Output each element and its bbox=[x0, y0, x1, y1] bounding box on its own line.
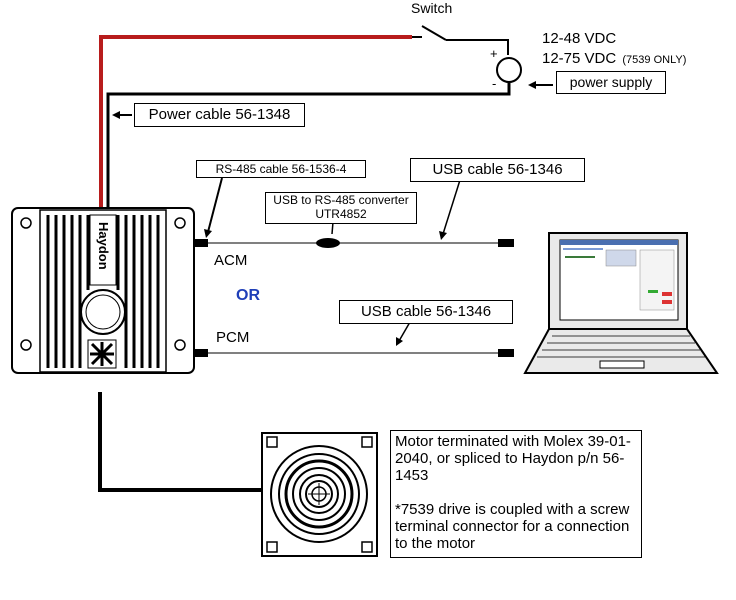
usb-rs485-converter bbox=[316, 238, 340, 248]
rs485-leader bbox=[207, 177, 223, 233]
converter-label: USB to RS-485 converter UTR4852 bbox=[265, 192, 417, 224]
converter-leader bbox=[331, 221, 334, 235]
converter-label-line1: USB to RS-485 converter bbox=[273, 193, 409, 207]
acm-connector-left bbox=[194, 239, 208, 247]
usb-cable-top-label: USB cable 56-1346 bbox=[410, 158, 585, 182]
motor-note: Motor terminated with Molex 39-01-2040, … bbox=[390, 430, 642, 558]
power-supply-label: power supply bbox=[556, 71, 666, 94]
power-wire-positive bbox=[99, 35, 412, 210]
power-cable-label: Power cable 56-1348 bbox=[134, 103, 305, 127]
motor-wire bbox=[98, 392, 262, 492]
voltage-label-1: 12-48 VDC bbox=[542, 30, 617, 47]
pcm-connector-right bbox=[498, 349, 514, 357]
pcm-connector-left bbox=[194, 349, 208, 357]
voltage-label-2: 12-75 VDC (7539 ONLY) bbox=[542, 50, 686, 67]
plus-sign: + bbox=[490, 46, 498, 61]
or-label: OR bbox=[236, 287, 260, 304]
power-wire-negative bbox=[106, 82, 511, 210]
minus-sign: - bbox=[492, 76, 497, 91]
rs485-cable-label: RS-485 cable 56-1536-4 bbox=[196, 160, 366, 178]
usb-top-leader bbox=[442, 179, 461, 235]
voltage-label-2-value: 12-75 VDC bbox=[542, 50, 617, 67]
drive-brand-text: Haydon bbox=[96, 222, 111, 270]
acm-connector-right bbox=[498, 239, 514, 247]
usb-cable-bottom-label: USB cable 56-1346 bbox=[339, 300, 513, 324]
drive-unit bbox=[11, 207, 195, 374]
motor-note-7539: *7539 drive is coupled with a screw term… bbox=[395, 501, 630, 552]
pcm-label: PCM bbox=[216, 329, 250, 346]
converter-label-line2: UTR4852 bbox=[315, 207, 367, 221]
laptop bbox=[523, 232, 719, 374]
switch-label: Switch bbox=[411, 0, 453, 16]
switch bbox=[412, 25, 509, 55]
voltage-label-2-note: (7539 ONLY) bbox=[622, 54, 687, 66]
stepper-motor bbox=[261, 432, 378, 557]
acm-label: ACM bbox=[214, 252, 248, 269]
power-supply-symbol bbox=[496, 57, 522, 83]
motor-note-connector: Motor terminated with Molex 39-01-2040, … bbox=[395, 433, 631, 484]
usb-bottom-leader bbox=[398, 321, 411, 342]
